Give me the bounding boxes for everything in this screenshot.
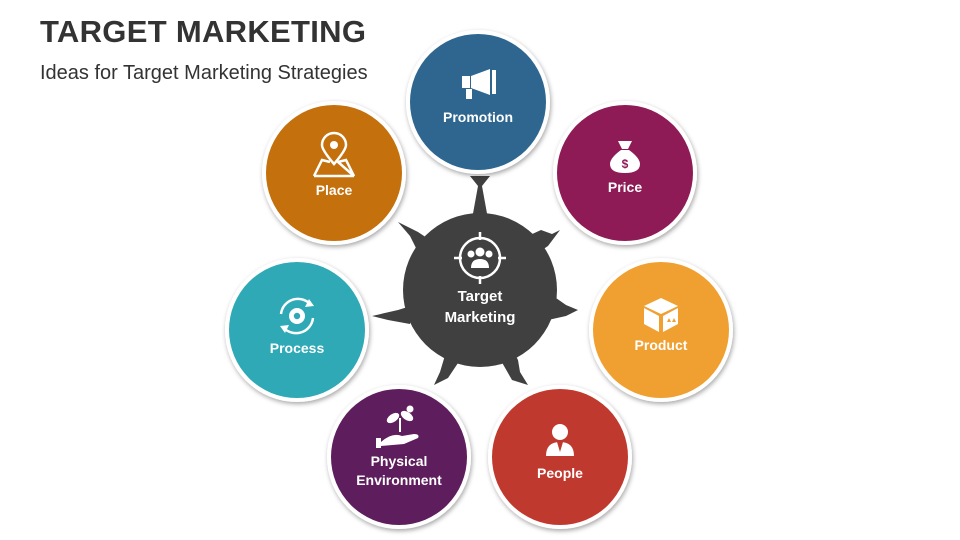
- hub-label-line2: Marketing: [445, 309, 516, 326]
- money-bag-icon: $: [610, 141, 640, 173]
- node-label-people: People: [537, 465, 583, 481]
- target-audience-icon: [454, 232, 506, 284]
- node-label-physical-line2: Environment: [356, 472, 442, 488]
- megaphone-icon: [462, 69, 496, 99]
- node-place: Place: [262, 101, 406, 245]
- node-label-price: Price: [608, 179, 642, 195]
- node-people: People: [488, 385, 632, 529]
- node-label-product: Product: [635, 337, 688, 353]
- node-label-promotion: Promotion: [443, 109, 513, 125]
- node-promotion: Promotion: [406, 30, 550, 174]
- node-label-place: Place: [316, 182, 353, 198]
- node-process: Process: [225, 258, 369, 402]
- gear-cycle-icon: [279, 297, 315, 335]
- node-price: $ Price: [553, 101, 697, 245]
- map-pin-icon: [312, 131, 356, 178]
- hub: Target Marketing: [372, 176, 578, 385]
- hub-label-line1: Target: [458, 288, 503, 305]
- slide-subtitle: Ideas for Target Marketing Strategies: [40, 62, 368, 84]
- slide-title: TARGET MARKETING: [40, 14, 367, 49]
- hub-circle: [403, 213, 557, 367]
- svg-text:$: $: [622, 157, 629, 171]
- plant-in-hand-icon: [376, 405, 419, 448]
- box-icon: [644, 298, 678, 332]
- person-icon: [546, 424, 574, 456]
- node-product: Product: [589, 258, 733, 402]
- node-label-process: Process: [270, 340, 325, 356]
- node-label-physical-line1: Physical: [371, 453, 428, 469]
- node-physical-environment: Physical Environment: [327, 385, 471, 529]
